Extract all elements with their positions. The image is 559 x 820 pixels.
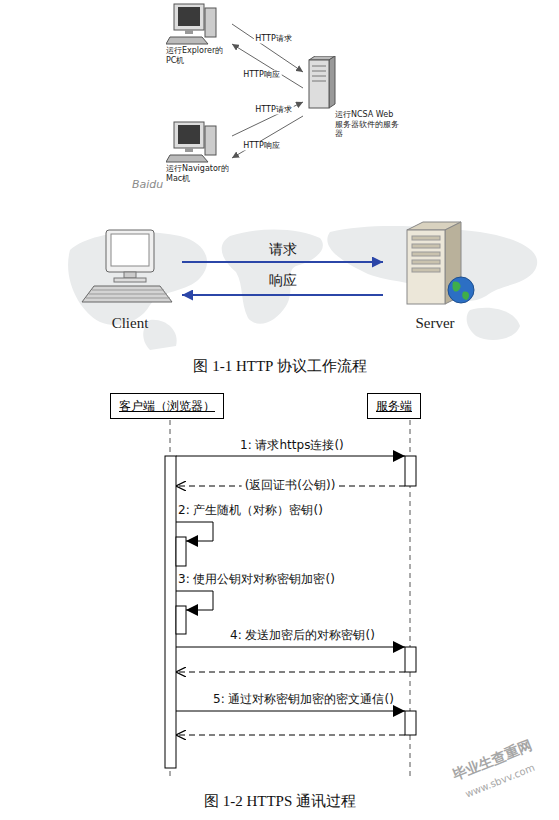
pc-icon-part [185,148,193,152]
participant-name: 客户端（浏览器） [119,399,215,413]
message-label: 5: 通过对称密钥加密的密文通信() [213,693,394,707]
pc-icon-part [178,125,200,144]
sequence-messages-part [176,711,405,712]
tower-icon-part [312,76,326,77]
world-map-part [222,229,323,323]
server-icon-part [412,252,440,256]
pc-icon-part [166,37,208,44]
device-caption: Client [78,314,182,332]
device-node: Client [78,228,182,332]
activation-bars-part [405,456,416,486]
watermark: Baidu [132,179,163,192]
device-picture [303,56,337,110]
activation-bars-part [176,537,186,566]
world-map-part [68,232,207,325]
server-icon-part [448,277,474,303]
figure-caption: 图 1-1 HTTP 协议工作流程 [193,358,366,375]
device-caption: Server [383,314,487,332]
tower-icon [309,56,335,108]
arrow-label: HTTP响应 [241,141,281,150]
client-icon-part [106,230,154,272]
world-map [68,226,537,350]
device-node: 运行Navigator的Mac机 [166,120,232,183]
client-icon-part [92,290,164,291]
message-arrow [182,261,383,263]
sequence-messages [176,456,405,735]
sequence-messages-part [176,522,213,541]
server-icon [407,222,474,304]
message-label: 2: 产生随机（对称）密钥() [178,504,323,518]
pc-icon-part [185,30,193,34]
device-node: 运行NCSA Web服务器软件的服务器 [303,56,401,139]
server-icon-part [407,230,445,304]
message-label: 1: 请求https连接() [240,439,344,453]
pc-icon-part [174,122,204,148]
sequence-messages-part [176,591,213,610]
device-caption: 运行Navigator的Mac机 [166,164,232,183]
client-icon-part [89,294,167,295]
arrow-label: HTTP请求 [253,34,293,43]
world-map-part [467,308,520,340]
client-icon-part [111,234,149,266]
device-picture [389,220,481,310]
activation-bars-part [176,606,186,634]
pc-icon [166,122,216,162]
message-label: 4: 发送加密后的对称密钥() [230,629,375,643]
participant-name: 服务端 [376,399,412,413]
pc-icon-part [166,155,208,162]
sequence-messages-part [176,735,405,736]
sequence-messages-part [176,672,405,673]
client-icon-part [114,278,146,282]
client-icon-part [82,286,172,302]
figure-caption: 图 1-2 HTTPS 通讯过程 [204,793,356,810]
return-label: (返回证书(公钥)) [242,479,339,493]
activation-bars [165,456,416,768]
server-icon-part [412,260,440,264]
tower-icon-part [312,71,326,72]
pc-icon-part [205,8,216,37]
device-node: Server [383,220,487,332]
device-node: 运行Explorer的PC机 [166,2,232,65]
server-icon-part [412,236,440,240]
server-icon-part [412,244,440,248]
device-caption: 运行NCSA Web服务器软件的服务器 [335,110,401,139]
device-picture [166,120,218,164]
tower-icon-part [312,66,326,67]
activation-bars-part [165,456,176,768]
message-arrow [232,102,303,136]
lifeline-head-box: 客户端（浏览器） [110,393,224,419]
server-icon-part [412,268,440,272]
arrow-label: HTTP响应 [241,70,281,79]
pc-icon [166,4,216,44]
message-arrow [232,24,303,72]
activation-bars-part [405,711,416,735]
message-arrow [232,44,303,88]
arrow-label: 响应 [267,272,299,288]
sequence-messages-part [176,647,405,648]
tower-icon-part [309,60,329,108]
arrow-label: 请求 [267,241,299,257]
tower-icon-part [312,81,326,82]
message-arrow [182,294,383,296]
tower-icon-part [329,56,335,108]
pc-icon-part [178,7,200,26]
lifeline-head-box: 服务端 [367,393,421,419]
server-icon-part [452,282,469,300]
message-label: 3: 使用公钥对对称密钥加密() [178,573,335,587]
client-icon [82,230,172,302]
arrow-label: HTTP请求 [253,105,293,114]
message-arrow [232,116,303,158]
device-picture [80,228,180,308]
activation-bars-part [405,647,416,672]
device-picture [166,2,218,46]
sequence-messages-part [176,456,405,457]
sequence-lifelines [170,420,410,778]
client-icon-part [86,298,170,299]
device-caption: 运行Explorer的PC机 [166,46,232,65]
pc-icon-part [174,4,204,30]
pc-icon-part [205,126,216,155]
client-icon-part [124,272,136,278]
